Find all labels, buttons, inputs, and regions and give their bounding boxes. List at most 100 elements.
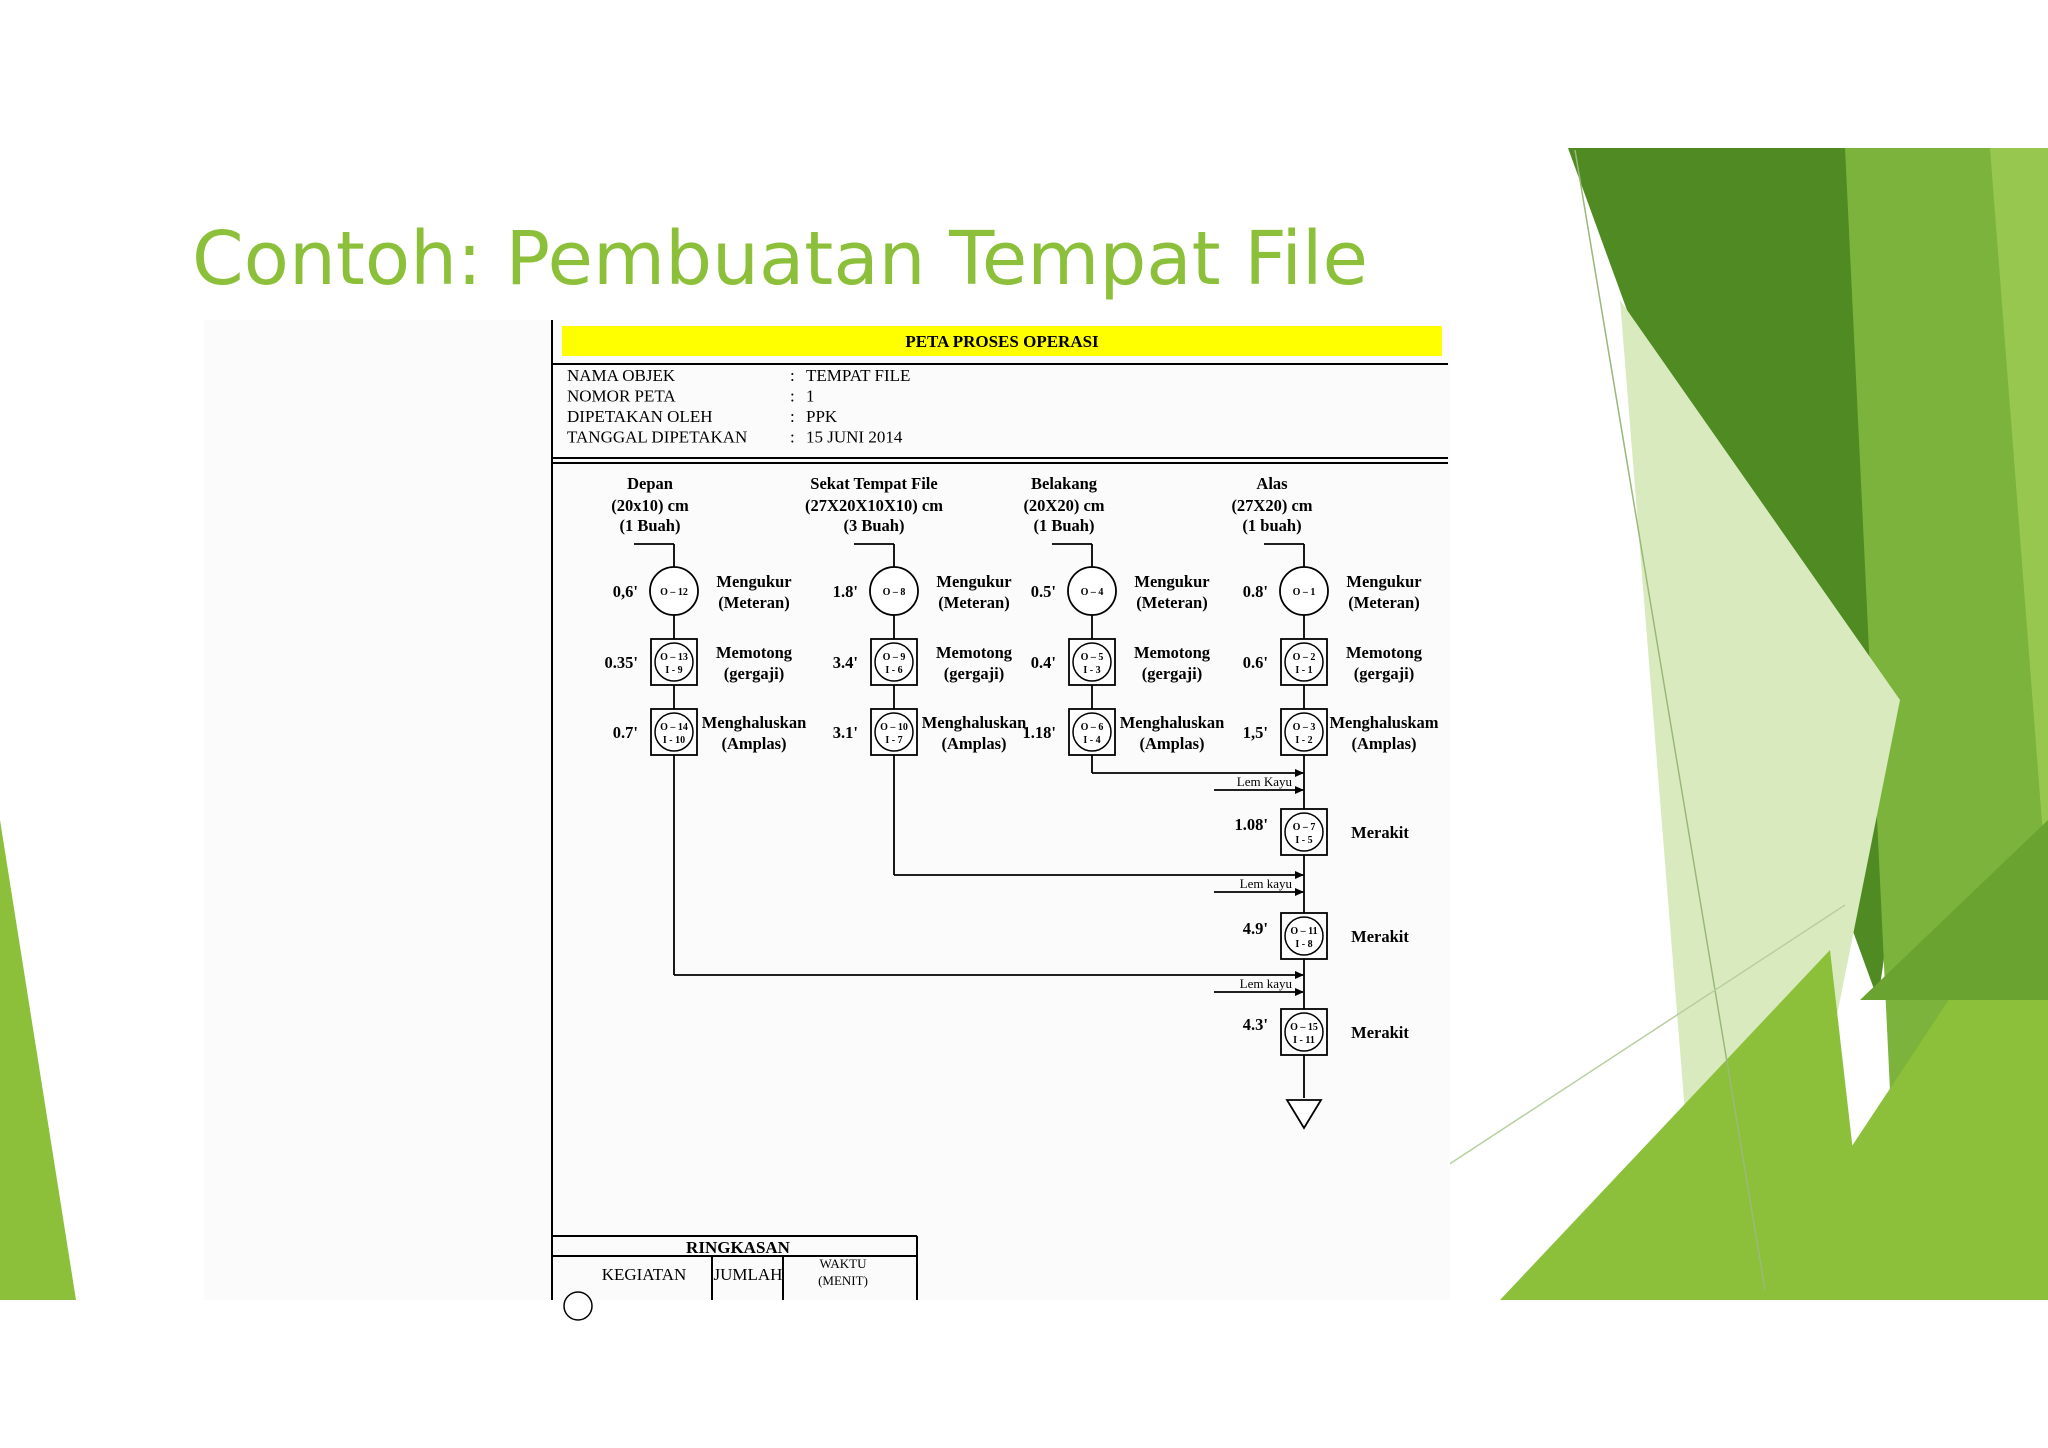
column-dims: (20X20) cm	[1023, 496, 1104, 515]
column-name: Alas	[1256, 474, 1288, 493]
assembly-material: Lem kayu	[1240, 876, 1293, 891]
step-time: 0,6'	[613, 582, 638, 601]
step-time: 3.1'	[833, 723, 858, 742]
step-time: 1.18'	[1023, 723, 1056, 742]
meta-label: TANGGAL DIPETAKAN	[567, 428, 747, 447]
step-label: Mengukur	[1134, 572, 1209, 591]
deco-line	[1447, 904, 1846, 1166]
column-name: Depan	[627, 474, 673, 493]
step-tool: (Meteran)	[1136, 593, 1207, 612]
summary-col-waktu: WAKTU	[820, 1256, 868, 1271]
feeder-arrow	[1295, 871, 1304, 879]
combined-operation-circle	[1284, 712, 1324, 752]
meta-value: PPK	[806, 407, 838, 426]
step-tool: (Meteran)	[718, 593, 789, 612]
inspection-code: I - 1	[1295, 665, 1312, 676]
operation-symbol	[869, 566, 919, 616]
flow-lines	[634, 543, 1305, 1098]
step-time: 0.35'	[605, 653, 638, 672]
step-tool: (Amplas)	[721, 734, 786, 753]
inspection-code: I - 9	[665, 665, 682, 676]
combined-operation-symbol	[1280, 708, 1328, 756]
feeder-arrow	[1295, 769, 1304, 777]
step-tool: (gergaji)	[1142, 664, 1202, 683]
step-time: 0.5'	[1031, 582, 1056, 601]
operation-symbol	[1067, 566, 1117, 616]
operation-code: O – 10	[880, 722, 908, 733]
step-tool: (gergaji)	[944, 664, 1004, 683]
summary-table: RINGKASAN KEGIATAN JUMLAH WAKTU (MENIT)	[552, 1235, 918, 1321]
assembly-label: Merakit	[1351, 823, 1409, 842]
assembly-label: Merakit	[1351, 927, 1409, 946]
step-label: Menghaluskan	[702, 713, 807, 732]
assembly-symbol	[1280, 1008, 1328, 1056]
step-label: Menghaluskam	[1329, 713, 1438, 732]
column-dims: (27X20X10X10) cm	[805, 496, 943, 515]
step-label: Memotong	[1134, 643, 1211, 662]
meta-label: NAMA OBJEK	[567, 366, 676, 385]
assembly-symbol	[1280, 808, 1328, 856]
assembly-time: 4.3'	[1243, 1015, 1268, 1034]
material-arrow	[1295, 988, 1304, 996]
step-label: Mengukur	[1346, 572, 1421, 591]
summary-col-jumlah: JUMLAH	[714, 1265, 783, 1284]
column-name: Belakang	[1031, 474, 1098, 493]
meta-value: 1	[806, 387, 815, 406]
inspection-code: I - 7	[885, 735, 902, 746]
column-dims: (20x10) cm	[611, 496, 689, 515]
operation-code: O – 5	[1081, 652, 1104, 663]
step-tool: (Amplas)	[1351, 734, 1416, 753]
step-tool: (Meteran)	[938, 593, 1009, 612]
feeder-arrow	[1295, 971, 1304, 979]
operation-code: O – 9	[883, 652, 906, 663]
column-qty: (3 Buah)	[844, 516, 905, 535]
meta-label: DIPETAKAN OLEH	[567, 407, 712, 426]
step-time: 0.6'	[1243, 653, 1268, 672]
step-label: Memotong	[1346, 643, 1423, 662]
combined-operation-circle	[654, 712, 694, 752]
combined-operation-circle	[874, 712, 914, 752]
assembly-inspection-code: I - 11	[1293, 1035, 1315, 1046]
meta-colon: :	[790, 428, 795, 447]
slide-title: Contoh: Pembuatan Tempat File	[192, 216, 1369, 302]
meta-colon: :	[790, 387, 795, 406]
meta-colon: :	[790, 407, 795, 426]
operation-code: O – 6	[1081, 722, 1104, 733]
step-label: Menghaluskan	[922, 713, 1027, 732]
step-time: 0.8'	[1243, 582, 1268, 601]
combined-operation-symbol	[650, 638, 698, 686]
combined-operation-symbol	[870, 708, 918, 756]
inspection-code: I - 6	[885, 665, 902, 676]
deco-shape-left	[0, 820, 76, 1300]
deco-shape-light	[1990, 148, 2048, 900]
assembly-inspection-code: I - 5	[1295, 835, 1312, 846]
combined-operation-symbol	[1068, 638, 1116, 686]
step-label: Memotong	[936, 643, 1013, 662]
combined-operation-symbol	[650, 708, 698, 756]
column-qty: (1 Buah)	[1034, 516, 1095, 535]
deco-shape-bottom	[1500, 950, 1870, 1300]
chart-header-title: PETA PROSES OPERASI	[905, 332, 1099, 351]
column-qty: (1 Buah)	[620, 516, 681, 535]
operation-code: O – 2	[1293, 652, 1316, 663]
step-label: Menghaluskan	[1120, 713, 1225, 732]
storage-triangle	[1285, 1099, 1323, 1130]
material-arrow	[1295, 888, 1304, 896]
operation-symbol	[649, 566, 699, 616]
meta-colon: :	[790, 366, 795, 385]
column-qty: (1 buah)	[1242, 516, 1301, 535]
deco-shape-corner	[1860, 820, 2048, 1000]
assembly-circle	[1284, 812, 1324, 852]
assembly-label: Merakit	[1351, 1023, 1409, 1042]
inspection-code: I - 2	[1295, 735, 1312, 746]
step-time: 3.4'	[833, 653, 858, 672]
assembly-time: 1.08'	[1235, 815, 1268, 834]
summary-col-kegiatan: KEGIATAN	[602, 1265, 687, 1284]
combined-operation-circle	[1072, 642, 1112, 682]
assembly-material: Lem kayu	[1240, 976, 1293, 991]
assembly-code: O – 11	[1290, 926, 1317, 937]
combined-operation-symbol	[1280, 638, 1328, 686]
operation-code: O – 4	[1081, 587, 1104, 598]
